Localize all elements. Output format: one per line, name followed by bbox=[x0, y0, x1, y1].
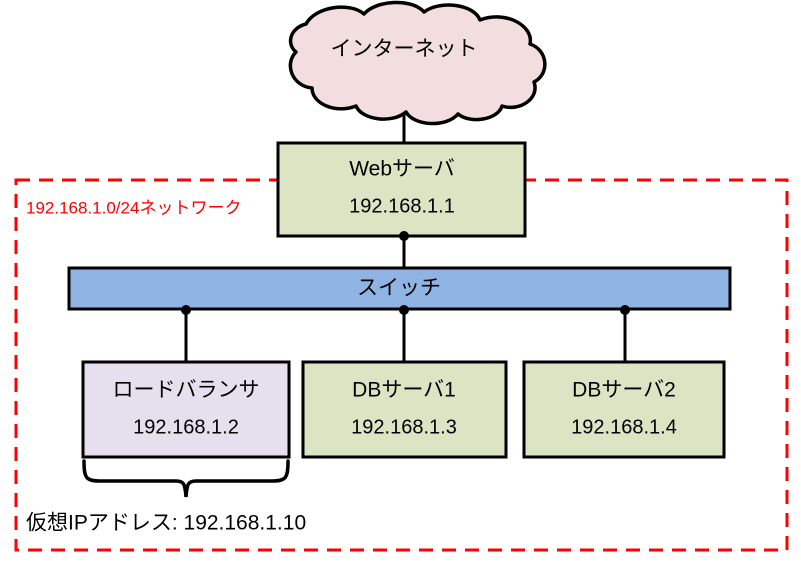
node-load-balancer[interactable]: ロードバランサ 192.168.1.2 bbox=[81, 360, 291, 459]
virtual-ip-label: 仮想IPアドレス: 192.168.1.10 bbox=[26, 512, 306, 535]
db-server-2-label: DBサーバ2 bbox=[572, 379, 676, 402]
web-server-label: Webサーバ bbox=[349, 158, 455, 181]
web-server-ip: 192.168.1.1 bbox=[349, 195, 455, 217]
db-server-2-ip: 192.168.1.4 bbox=[571, 416, 677, 438]
db-server-2-box[interactable] bbox=[522, 360, 726, 459]
network-zone-label: 192.168.1.0/24ネットワーク bbox=[26, 198, 241, 217]
node-db-server-1[interactable]: DBサーバ1 192.168.1.3 bbox=[301, 360, 508, 459]
db-server-1-box[interactable] bbox=[301, 360, 508, 459]
db-server-1-label: DBサーバ1 bbox=[352, 379, 456, 402]
internet-cloud: インターネット bbox=[288, 0, 547, 126]
link-dot-load-balancer bbox=[181, 305, 191, 315]
web-server-box[interactable] bbox=[276, 141, 527, 238]
node-web-server[interactable]: Webサーバ 192.168.1.1 bbox=[276, 141, 527, 238]
link-dot-db-server-1 bbox=[399, 305, 409, 315]
load-balancer-label: ロードバランサ bbox=[113, 379, 260, 402]
node-network-switch[interactable]: スイッチ bbox=[67, 266, 732, 311]
load-balancer-box[interactable] bbox=[81, 360, 291, 459]
network-switch-label: スイッチ bbox=[357, 277, 441, 300]
link-dot-web-server bbox=[399, 231, 409, 241]
network-switch-box[interactable] bbox=[67, 266, 732, 311]
link-dot-db-server-2 bbox=[620, 305, 630, 315]
load-balancer-ip: 192.168.1.2 bbox=[133, 416, 239, 438]
virtual-ip-brace bbox=[82, 459, 290, 498]
network-zone-boundary bbox=[14, 178, 789, 552]
internet-cloud-label: インターネット bbox=[331, 38, 478, 61]
db-server-1-ip: 192.168.1.3 bbox=[351, 416, 457, 438]
node-db-server-2[interactable]: DBサーバ2 192.168.1.4 bbox=[522, 360, 726, 459]
